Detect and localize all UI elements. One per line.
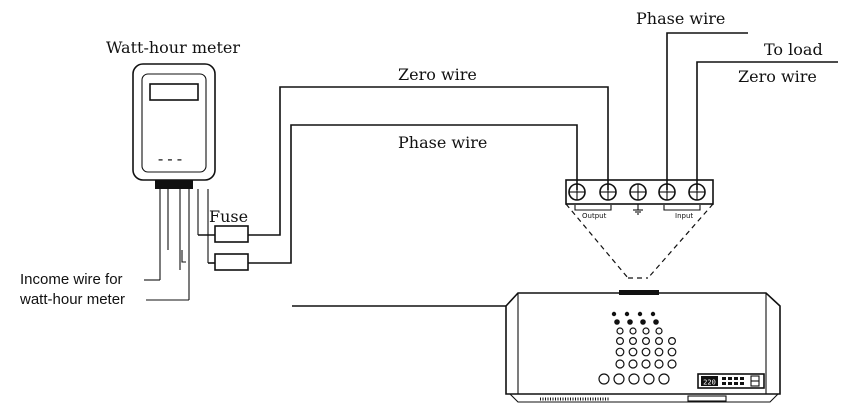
grille-hole — [658, 373, 670, 385]
grille-hole — [615, 347, 625, 357]
fuse-lower — [208, 253, 249, 271]
fuse-upper — [198, 225, 249, 243]
grille-hole — [655, 327, 663, 335]
income-wire-label-line2: watt-hour meter — [19, 291, 125, 308]
grille-hole — [654, 359, 664, 369]
grille-hole — [613, 373, 625, 385]
grille-hole — [642, 327, 650, 335]
grille-hole — [641, 359, 651, 369]
meter-display-dashes: --- — [158, 149, 186, 168]
grille-hole — [643, 373, 655, 385]
watt-hour-meter: --- — [132, 63, 216, 189]
grille-hole — [667, 347, 677, 357]
terminal-screw-5 — [688, 183, 706, 201]
device-unit: 220 — [292, 290, 781, 403]
terminal-screw-2 — [599, 183, 617, 201]
grille-hole — [615, 359, 625, 369]
projection-lines — [565, 203, 714, 279]
terminal-screw-ground — [629, 183, 647, 201]
grille-hole — [667, 337, 676, 346]
income-wire-label-line1: Income wire for — [20, 271, 123, 288]
grille-hole — [628, 347, 638, 357]
zero-wire-line — [248, 86, 609, 236]
grille-hole — [653, 319, 659, 325]
terminal-output-label: Output — [582, 212, 607, 220]
grille-hole — [654, 347, 664, 357]
grille-hole — [640, 319, 646, 325]
grille-hole — [611, 311, 617, 317]
phase-wire-top-line — [666, 32, 748, 190]
grille-hole — [628, 359, 638, 369]
grille-hole — [628, 373, 640, 385]
grille-hole — [654, 337, 663, 346]
zero-wire-right-line — [696, 61, 838, 190]
terminal-block: Output Input — [565, 179, 714, 220]
control-panel: 220 — [697, 373, 765, 389]
grille-hole — [650, 311, 656, 317]
grille-hole — [667, 359, 677, 369]
speaker-grille — [598, 311, 677, 385]
grille-hole — [598, 373, 610, 385]
grille-hole — [637, 311, 643, 317]
grille-hole — [641, 347, 651, 357]
grille-hole — [627, 319, 633, 325]
grille-hole — [624, 311, 630, 317]
grille-hole — [629, 327, 637, 335]
terminal-input-label: Input — [675, 212, 693, 220]
meter-leads — [159, 189, 209, 300]
grille-hole — [615, 337, 624, 346]
to-load-label: To load — [764, 40, 823, 59]
terminal-screw-1 — [568, 183, 586, 201]
phase-wire-line — [248, 124, 578, 264]
grille-hole — [616, 327, 624, 335]
fuse-label: Fuse — [209, 207, 248, 226]
phase-wire-top-label: Phase wire — [636, 9, 725, 28]
zero-wire-right-label: Zero wire — [738, 67, 817, 86]
meter-title: Watt-hour meter — [106, 38, 240, 57]
zero-wire-mid-label: Zero wire — [398, 65, 477, 84]
grille-hole — [628, 337, 637, 346]
terminal-screw-4 — [658, 183, 676, 201]
grille-hole — [641, 337, 650, 346]
panel-digits: 220 — [703, 379, 716, 387]
ground-icon — [633, 204, 643, 215]
phase-wire-mid-label: Phase wire — [398, 133, 487, 152]
grille-hole — [614, 319, 620, 325]
